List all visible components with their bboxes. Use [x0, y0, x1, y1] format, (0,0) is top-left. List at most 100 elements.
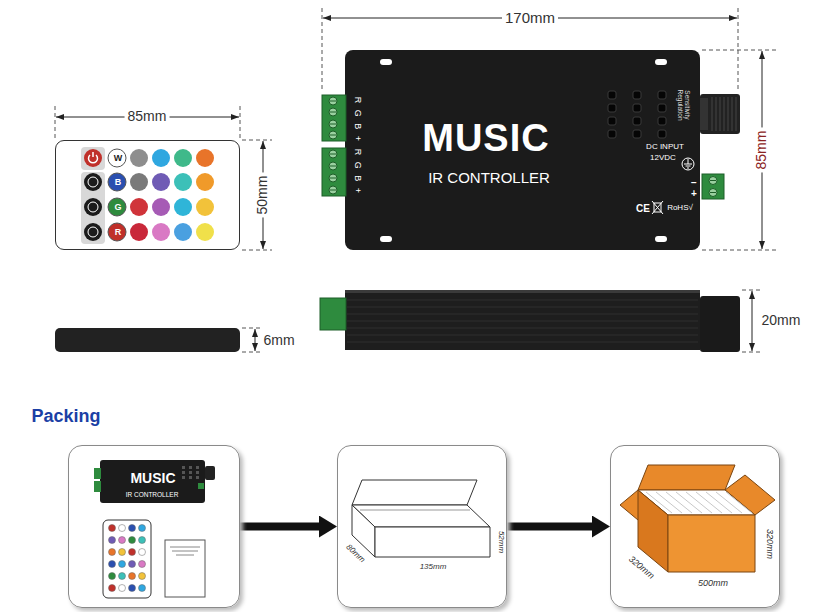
node-text: R	[115, 228, 122, 238]
node-text: IR CONTROLLER	[126, 491, 179, 498]
remote-buttons	[174, 198, 192, 216]
extension-line	[242, 352, 262, 353]
node-text: B	[115, 178, 122, 188]
terminal-screw	[329, 120, 337, 128]
packed-units	[686, 492, 712, 513]
node-text: 500mm	[698, 579, 728, 589]
controller-housing: R G B +R G B +MUSICIR CONTROLLERSensitiv…	[345, 50, 700, 250]
knob-ridges	[728, 97, 729, 131]
remote-buttons	[84, 149, 102, 167]
node-text: 52mm	[497, 531, 506, 553]
remote-buttons	[119, 537, 126, 544]
remote-buttons	[174, 223, 192, 241]
remote-buttons	[129, 549, 136, 556]
remote-buttons	[109, 537, 116, 544]
rgb-terminal-block	[322, 148, 346, 196]
node-text: 80mm	[344, 543, 366, 565]
extension-line	[240, 106, 241, 138]
packed-controller	[94, 460, 215, 503]
shipping-carton	[638, 490, 668, 572]
extension-line	[242, 140, 272, 141]
terminal-screw	[329, 150, 337, 158]
packed-controller	[94, 468, 101, 479]
knob-ridges	[716, 97, 717, 131]
terminal-screw	[329, 108, 337, 116]
packed-remote	[103, 520, 151, 598]
remote-buttons	[174, 173, 192, 191]
vent-hole-grid	[633, 91, 641, 99]
terminal-screw	[330, 190, 336, 191]
packed-units	[696, 492, 722, 513]
inner-box	[352, 480, 490, 557]
flow-arrow	[507, 523, 595, 531]
remote-side-view	[55, 328, 240, 352]
remote-buttons	[81, 147, 105, 170]
node-text: R G B +	[352, 97, 362, 143]
remote-buttons	[139, 525, 146, 532]
remote-buttons	[139, 549, 146, 556]
node-text: DC INPUT	[646, 143, 684, 152]
terminal-screw	[329, 174, 337, 182]
manual-booklet	[170, 547, 200, 548]
remote-buttons	[129, 561, 136, 568]
controller-housing	[380, 59, 392, 65]
dc-terminal-block	[702, 174, 724, 199]
controller-housing	[655, 236, 667, 242]
packed-units	[676, 492, 702, 513]
packed-controller	[100, 460, 205, 503]
extension-line	[55, 106, 56, 138]
inner-box	[375, 527, 490, 557]
remote-buttons	[84, 198, 102, 216]
dimension-label: 50mm	[255, 173, 270, 218]
shipping-carton	[638, 465, 735, 490]
controller-side-view	[700, 296, 740, 352]
vent-hole-grid	[658, 91, 666, 99]
vent-hole-grid	[196, 476, 199, 479]
section-heading: Packing	[31, 407, 100, 427]
remote-buttons	[196, 173, 214, 191]
weee-bin-symbol	[652, 201, 663, 214]
remote-buttons	[88, 202, 98, 212]
rgb-terminal-block	[322, 95, 346, 141]
extension-line	[242, 250, 272, 251]
packed-units	[666, 492, 692, 513]
node-text: G	[114, 203, 121, 213]
terminal-screw	[330, 166, 336, 167]
terminal-screw	[330, 112, 336, 113]
terminal-screw	[330, 154, 336, 155]
packed-units	[726, 492, 752, 513]
sensitivity-knob	[700, 98, 708, 130]
remote-buttons	[130, 149, 148, 167]
ground-symbol	[682, 158, 694, 170]
remote-buttons	[129, 573, 136, 580]
remote-buttons	[130, 223, 148, 241]
knob-ridges	[724, 97, 725, 131]
remote-buttons	[139, 573, 146, 580]
vent-hole-grid	[608, 91, 666, 138]
rgb-terminal-block	[322, 95, 346, 196]
ground-symbol	[682, 158, 694, 170]
manual-booklet	[165, 540, 205, 597]
knob-ridges	[732, 97, 733, 131]
remote-buttons	[139, 585, 146, 592]
housing-grooves	[347, 328, 698, 329]
node-text: R G B +	[352, 149, 362, 195]
remote-buttons	[108, 149, 126, 167]
knob-ridges	[712, 97, 713, 131]
remote-control: WBGR	[55, 140, 240, 250]
remote-buttons	[139, 561, 146, 568]
remote-buttons	[130, 198, 148, 216]
inner-box	[352, 480, 477, 505]
vent-hole-grid	[658, 104, 666, 112]
remote-buttons	[139, 537, 146, 544]
remote-buttons	[119, 525, 126, 532]
weee-bin-symbol	[652, 201, 663, 214]
housing-grooves	[347, 321, 698, 322]
node-text: Sensitivity Regulation	[677, 85, 691, 125]
packed-units	[706, 492, 732, 513]
knob-ridges	[736, 97, 737, 131]
terminal-screw	[329, 186, 337, 194]
vent-hole-grid	[189, 476, 192, 479]
remote-buttons	[81, 147, 214, 244]
